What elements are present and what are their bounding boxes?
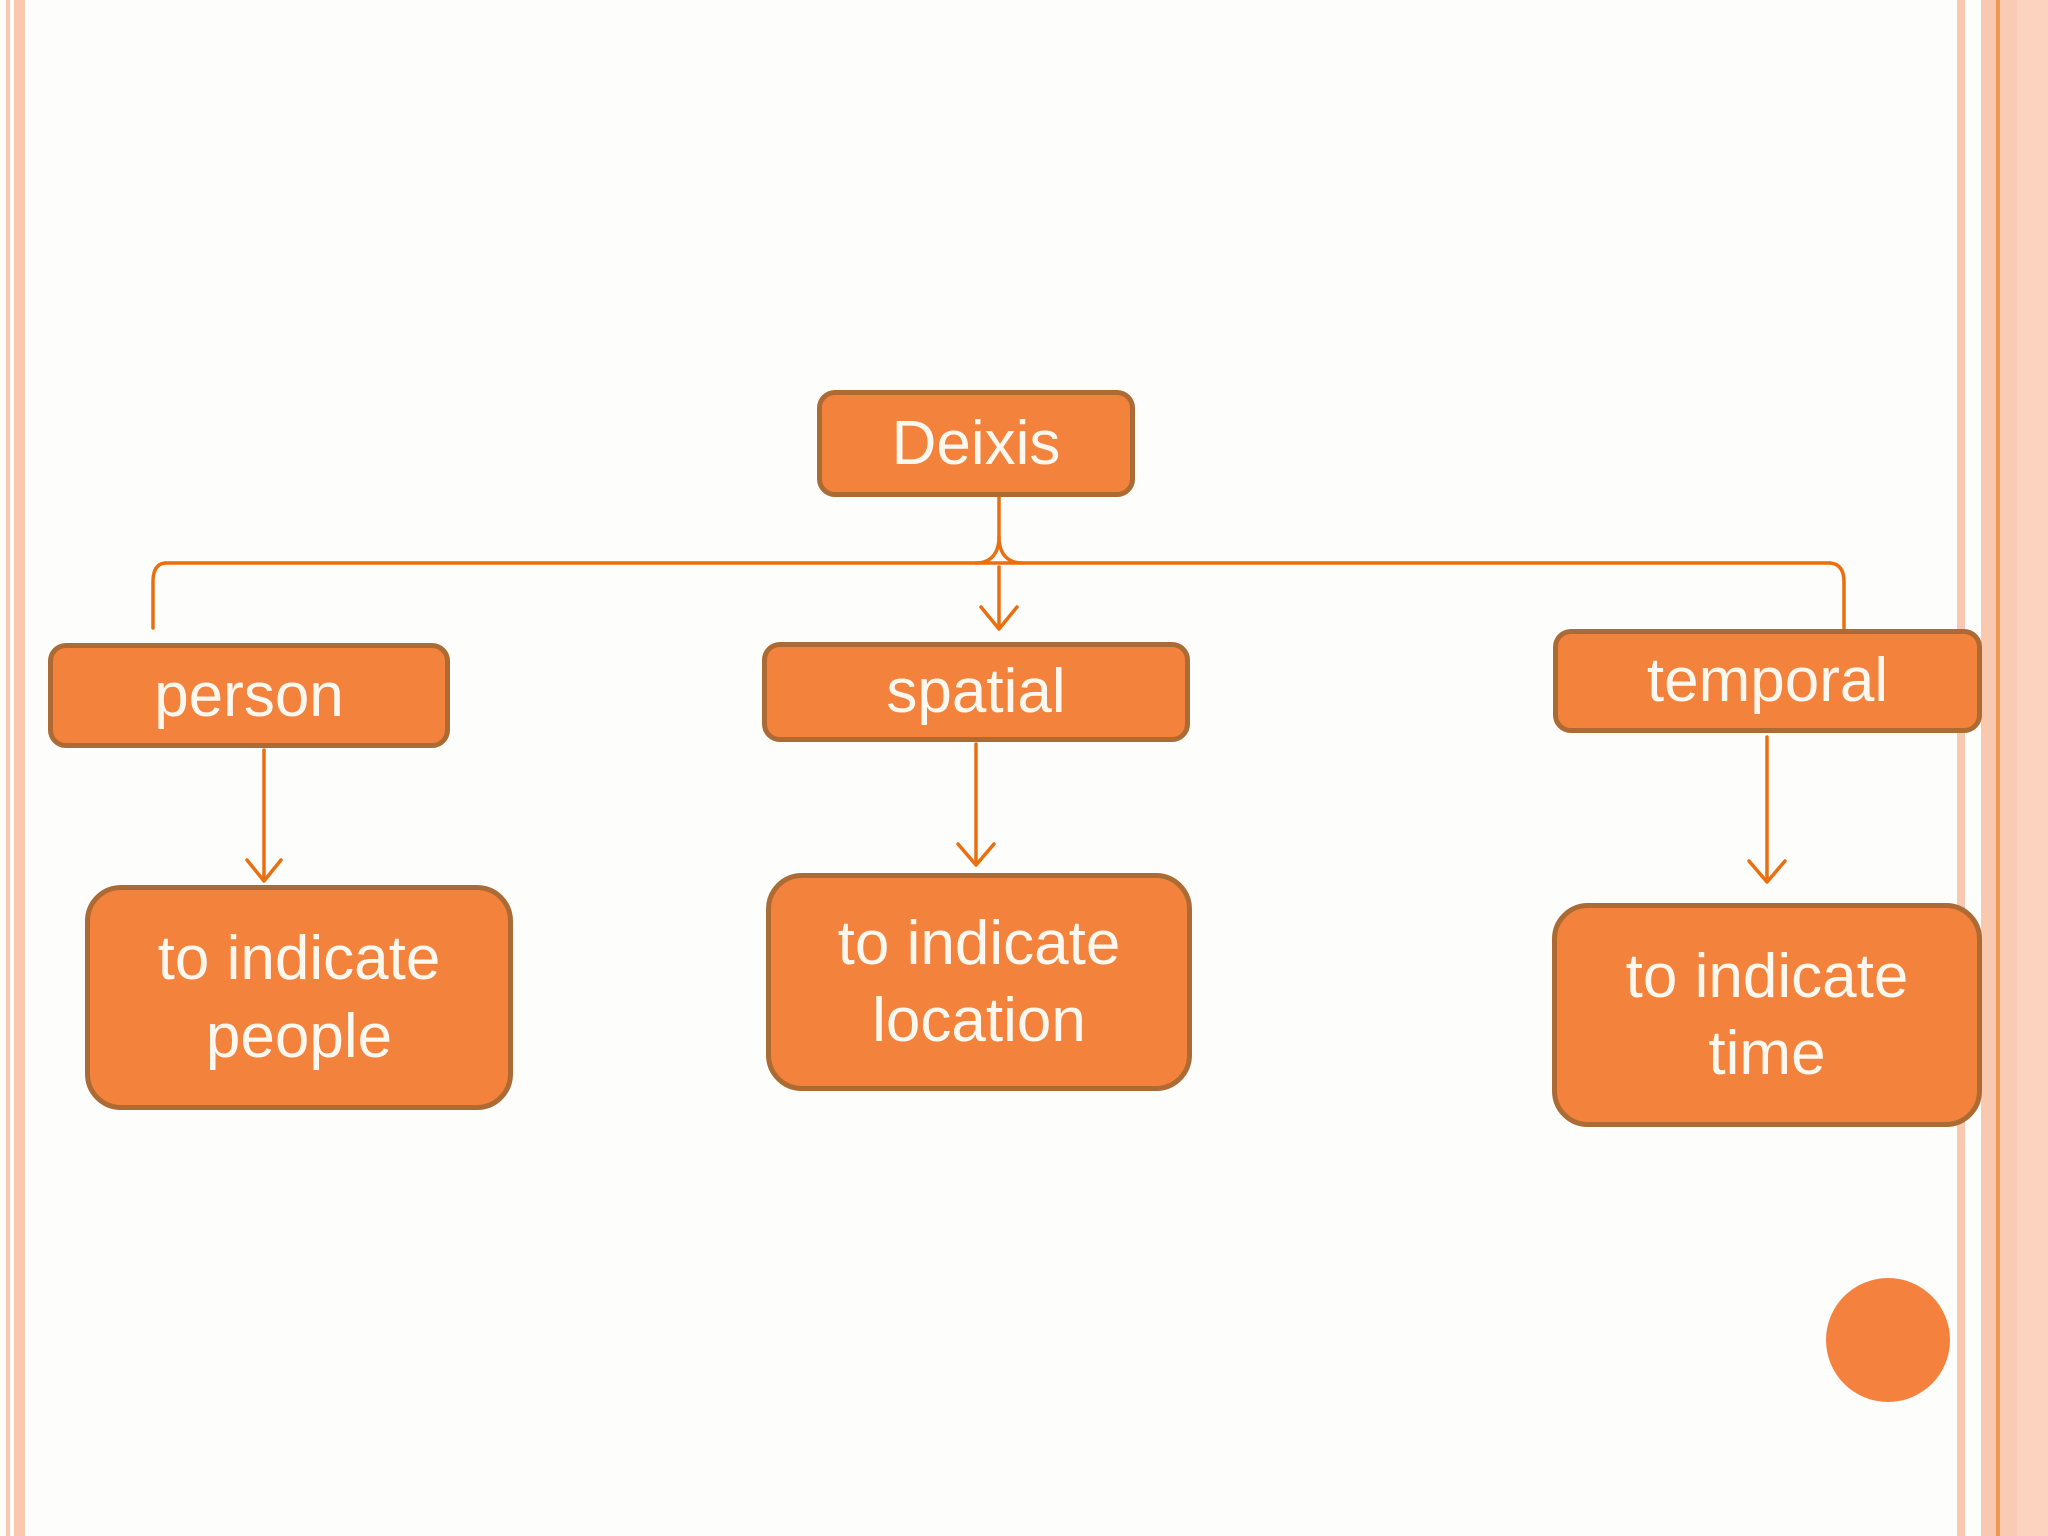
right-border-accent-line [1996,0,2000,1536]
node-deixis: Deixis [817,390,1135,497]
node-person-label: person [154,660,344,730]
node-temporal: temporal [1553,629,1982,733]
node-deixis-label: Deixis [891,408,1061,478]
decorative-circle [1826,1278,1950,1402]
arrow-person-to-people-head [245,858,283,883]
node-person: person [48,643,450,748]
connector-root-flare-right [997,535,1024,565]
connector-rail-to-temporal [1828,561,1846,630]
left-border-stripe-thin [6,0,10,1536]
node-indicate-people-label: to indicate people [157,924,441,1071]
node-indicate-people: to indicate people [85,885,513,1110]
right-border-stripe-wide [1981,0,1996,1536]
arrow-spatial-to-location-head [956,842,996,867]
connector-rail-to-person [151,561,167,630]
arrow-temporal-to-time-head [1747,859,1787,884]
node-indicate-location: to indicate location [766,873,1192,1091]
connector-root-flare-left [974,535,1001,565]
node-indicate-time: to indicate time [1552,903,1982,1127]
node-spatial: spatial [762,642,1190,742]
right-border-field-outer [2017,0,2048,1536]
node-indicate-time-label: to indicate time [1625,941,1909,1089]
left-border-stripe-wide [14,0,25,1536]
right-border-stripe-thin [1957,0,1965,1536]
node-temporal-label: temporal [1646,646,1889,716]
node-spatial-label: spatial [886,657,1066,727]
right-border-field [2000,0,2017,1536]
node-indicate-location-label: to indicate location [837,908,1121,1056]
arrow-rail-to-spatial-head [979,605,1019,631]
